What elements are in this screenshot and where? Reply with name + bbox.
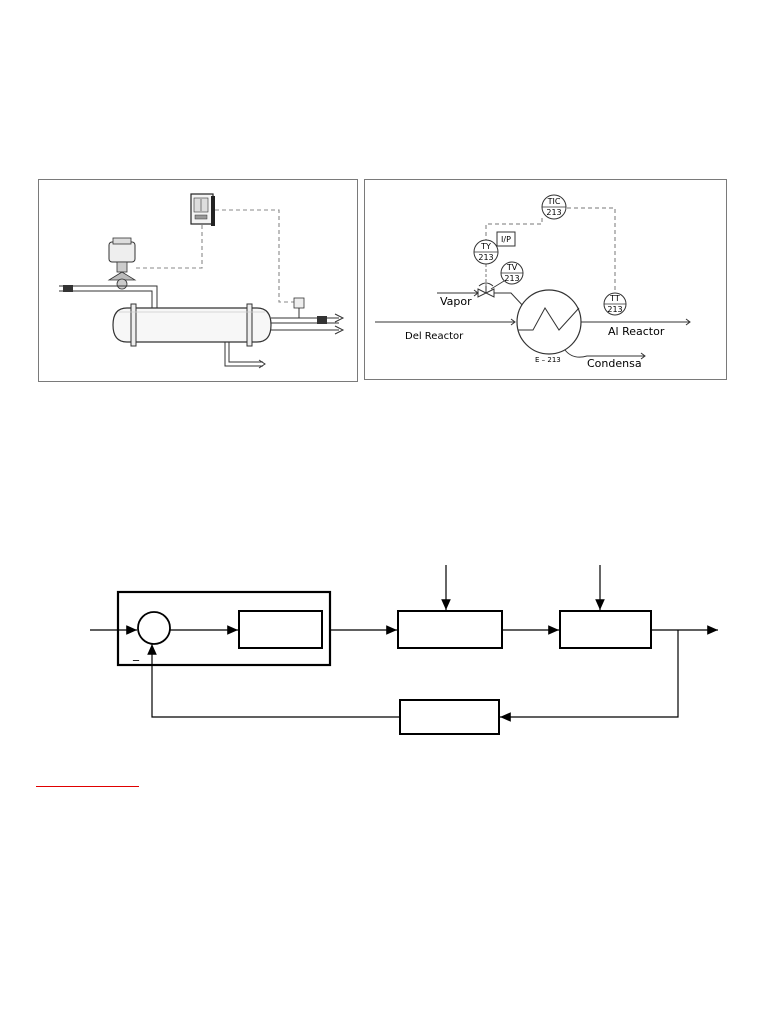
pid-diagram-panel: TIC 213 I/P TY 213 TV 213 [364,179,727,380]
sensor-block [399,699,500,735]
control-valve-icon [107,237,137,290]
vapor-label: Vapor [440,295,472,308]
ip-label: I/P [501,235,511,244]
temperature-sensor-icon [293,297,305,318]
tic-213-bubble: TIC 213 [541,194,567,220]
controller-block [238,610,323,649]
signal-line-from-sensor [215,209,297,303]
condensate-drain [224,342,263,367]
equipment-tag-label: E – 213 [535,356,561,364]
condensa-label: Condensa [587,357,642,370]
feedback-arrow [147,644,400,718]
tv-number-label: 213 [504,274,519,283]
tic-number-label: 213 [546,208,561,217]
exchanger-shell [112,303,272,347]
del-reactor-label: Del Reactor [405,331,464,342]
measurement-arrow [500,630,679,722]
tv-213-bubble: TV 213 [500,261,524,285]
red-underline [36,786,139,787]
control-block-diagram: _ [90,565,718,735]
process-block [559,610,652,649]
tt-213-bubble: TT 213 [603,292,627,316]
controller-group-box [116,590,332,667]
heat-exchanger-e213 [516,289,582,355]
pid-diagram: TIC 213 I/P TY 213 TV 213 [375,194,691,370]
heat-exchanger-illustration-panel [38,179,358,382]
controller-icon [190,193,215,226]
summing-junction [137,611,171,645]
ty-number-label: 213 [478,253,493,262]
tv-code-label: TV [506,263,518,272]
tt-number-label: 213 [607,305,622,314]
al-reactor-label: Al Reactor [608,325,665,338]
signal-line-to-valve [135,225,203,269]
ty-code-label: TY [480,242,491,251]
tic-code-label: TIC [547,197,561,206]
heat-exchanger-illustration [59,193,345,369]
final-element-block [397,610,503,649]
tt-code-label: TT [609,294,620,303]
ip-converter-box: I/P [496,231,516,247]
steam-pipe [59,285,158,308]
minus-sign: _ [132,647,140,661]
ty-213-bubble: TY 213 [473,239,499,265]
